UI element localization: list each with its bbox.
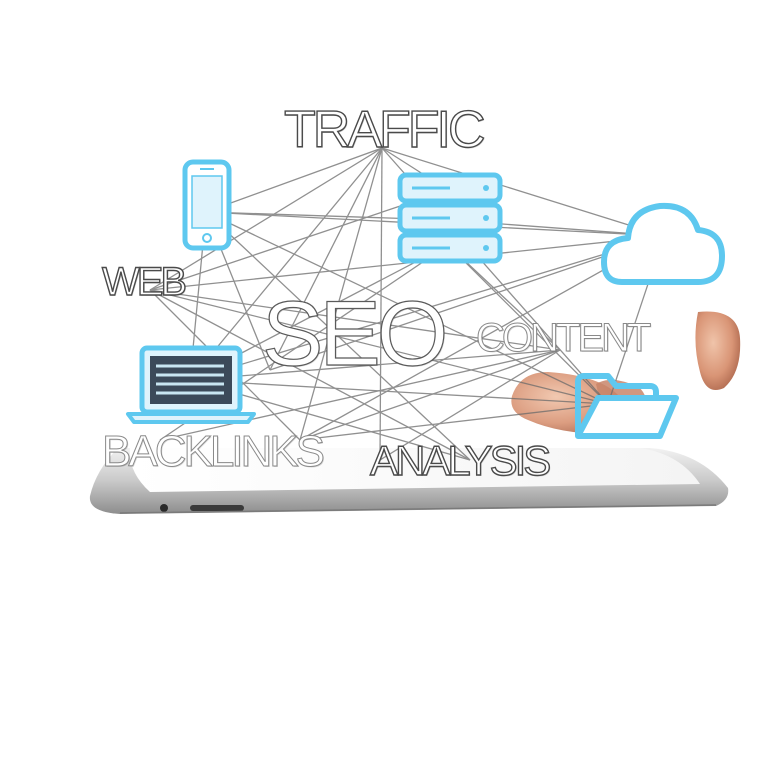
folder-icon	[575, 373, 679, 439]
smartphone-icon	[182, 159, 232, 251]
seo-label: SEO	[261, 283, 449, 385]
network-lines	[149, 147, 665, 461]
tablet-screen	[129, 448, 701, 492]
laptop-icon	[126, 345, 256, 424]
server-icon	[397, 172, 503, 264]
web-label: WEB	[101, 260, 188, 304]
thumb	[695, 311, 741, 390]
headphone-jack	[160, 504, 168, 512]
content-label: CONTENT	[475, 316, 651, 360]
tablet-side-slot	[190, 505, 244, 511]
tablet-device	[89, 448, 729, 514]
cloud-icon	[601, 202, 725, 285]
analysis-label: ANALYSIS	[369, 437, 552, 484]
backlinks-label: BACKLINKS	[102, 427, 326, 476]
traffic-label: TRAFFIC	[283, 101, 486, 159]
